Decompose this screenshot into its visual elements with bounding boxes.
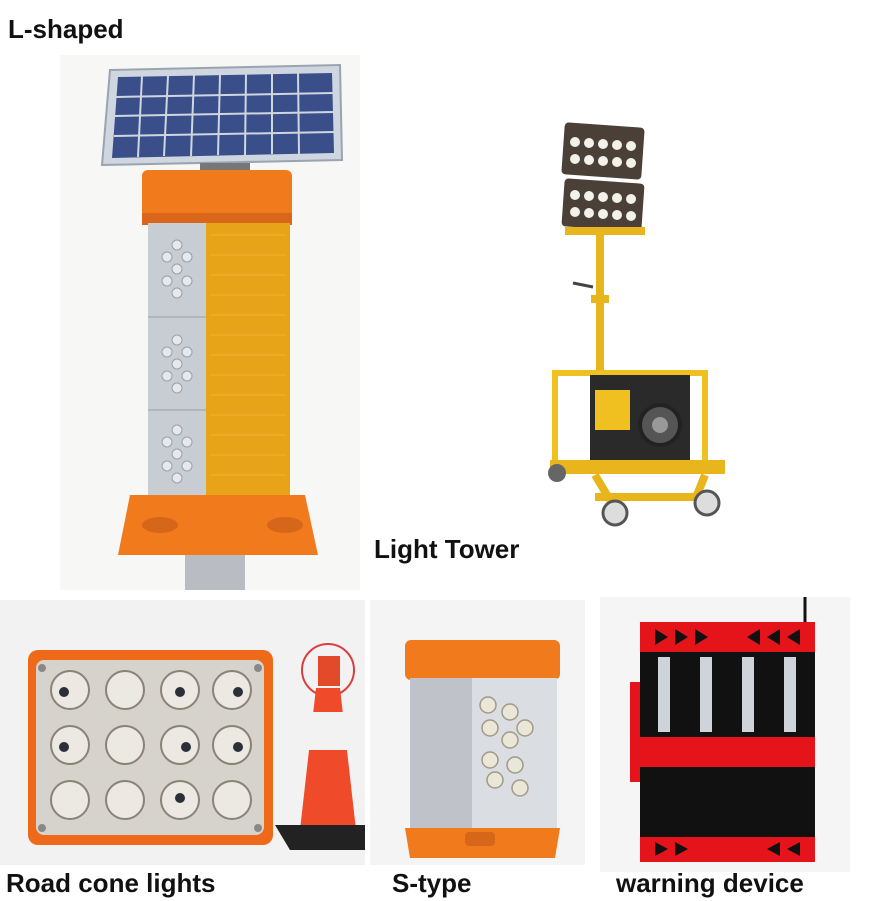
label-light-tower: Light Tower [374, 534, 520, 564]
road-cone-light-image [0, 600, 365, 865]
label-road-cone-lights: Road cone lights [6, 868, 216, 898]
label-warning-device: warning device [616, 868, 804, 898]
warning-device-image [600, 597, 850, 872]
label-s-type: S-type [392, 868, 472, 898]
light-tower-image [535, 115, 735, 545]
s-type-light-image [370, 600, 585, 865]
label-l-shaped: L-shaped [8, 14, 124, 44]
l-shaped-light-image [60, 55, 360, 590]
